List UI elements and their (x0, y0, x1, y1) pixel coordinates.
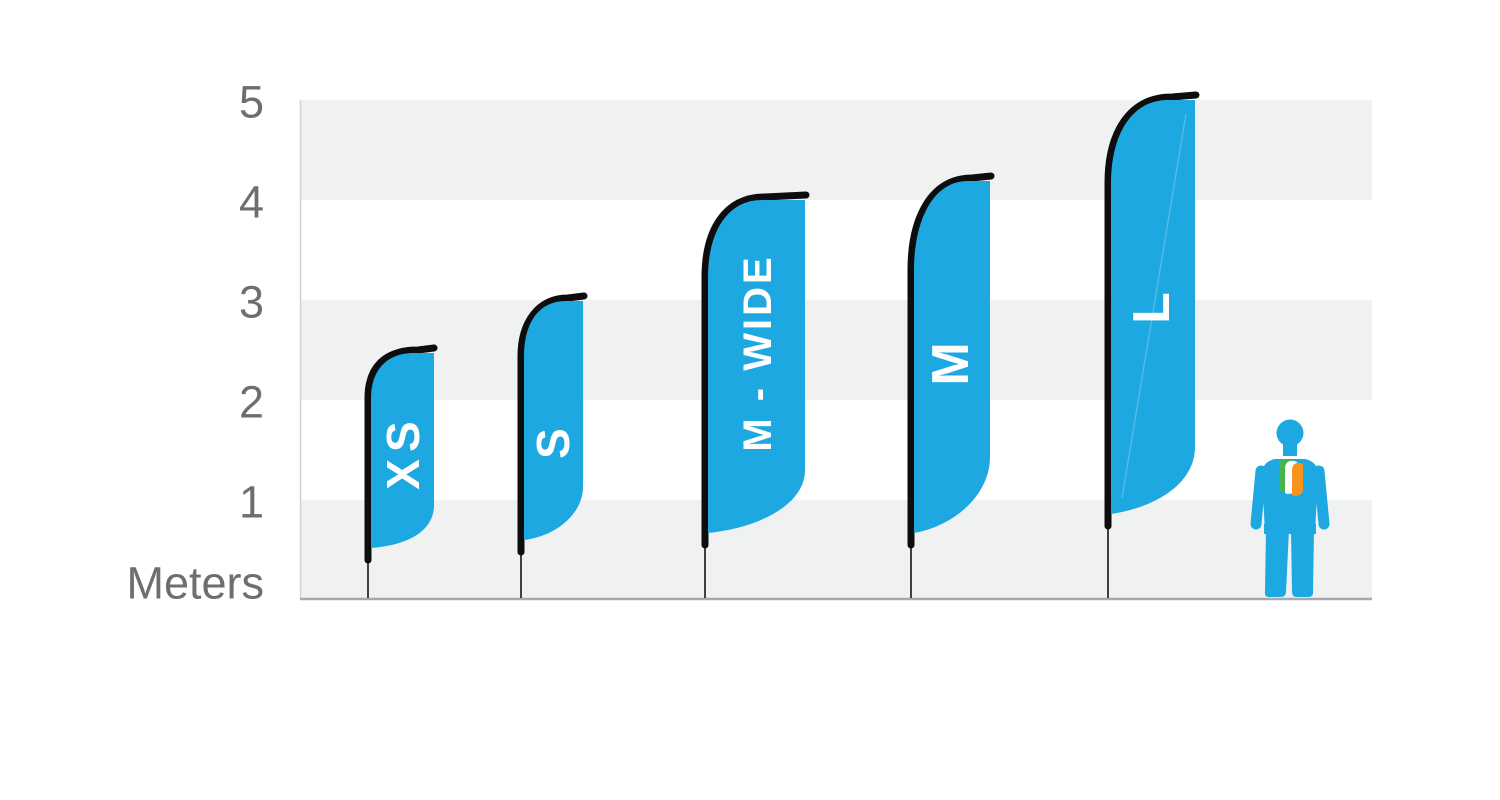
person-right-arm (1313, 465, 1330, 530)
flag-banner (914, 181, 990, 533)
flag-label-m-wide: M - WIDE (736, 254, 780, 451)
gridline-bands (300, 100, 1372, 599)
y-axis-labels: 5 4 3 2 1 Meters (126, 77, 264, 609)
flag-xs: XS (364, 344, 438, 598)
band-1-to-0 (300, 500, 1372, 599)
person-hips (1264, 524, 1316, 534)
tick-5: 5 (239, 77, 264, 128)
flag-l: L (1104, 91, 1200, 598)
flag-label-m: M (922, 342, 980, 385)
flag-label-s: S (527, 421, 579, 459)
flag-s: S (517, 292, 588, 598)
person-figure (1250, 419, 1330, 597)
flag-seam-line (1121, 113, 1187, 499)
tick-2: 2 (239, 377, 264, 428)
flag-pole (364, 344, 438, 564)
tick-4: 4 (239, 177, 264, 228)
flag-banner (708, 200, 805, 533)
band-5-to-4 (300, 100, 1372, 200)
chest-logo (1279, 458, 1303, 496)
flag-pole (701, 191, 810, 549)
flag-m-wide: M - WIDE (701, 191, 810, 598)
band-3-to-2 (300, 300, 1372, 400)
tick-3: 3 (239, 277, 264, 328)
flag-banner (524, 301, 583, 540)
flag-pole (907, 172, 995, 549)
axis-unit-label: Meters (126, 558, 264, 609)
flag-pole (1104, 91, 1200, 530)
person-head (1276, 419, 1304, 447)
flag-m: M (907, 172, 995, 598)
person-torso (1262, 459, 1318, 534)
flag-label-xs: XS (377, 414, 429, 489)
flag-banner (371, 353, 434, 548)
chest-logo-orange-leaf-icon (1292, 462, 1303, 496)
flag-label-l: L (1123, 292, 1181, 324)
person-neck (1283, 443, 1297, 456)
person-right-leg (1291, 530, 1314, 597)
flag-banner (1111, 100, 1195, 514)
tick-1: 1 (239, 477, 264, 528)
person-left-arm (1250, 465, 1267, 530)
person-left-leg (1264, 530, 1289, 597)
flag-pole (517, 292, 588, 556)
